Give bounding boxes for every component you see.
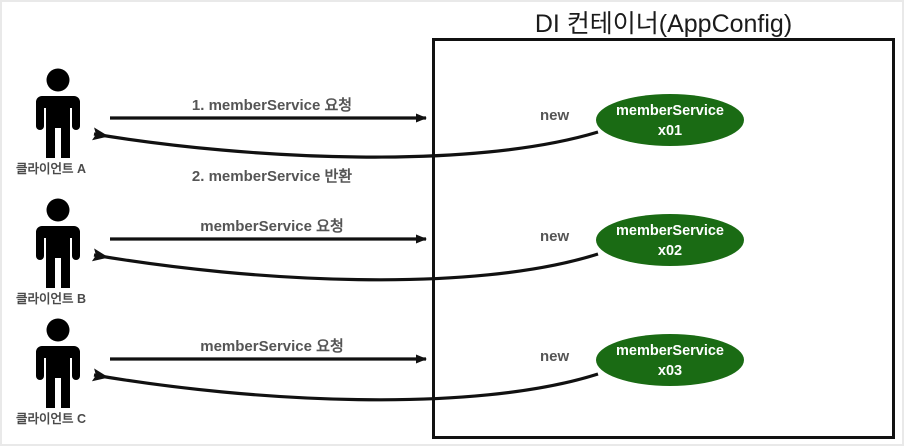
bean-x03-line1: memberService <box>616 343 724 359</box>
return-label-1: 2. memberService 반환 <box>191 168 353 185</box>
request-label-1: 1. memberService 요청 <box>191 97 353 114</box>
person-icon-client-b <box>36 198 80 288</box>
bean-x02: memberService x02 <box>596 214 744 266</box>
return-arrow-3 <box>91 368 599 402</box>
new-label-3: new <box>540 348 570 365</box>
bean-x03-line2: x03 <box>658 363 682 379</box>
bean-x02-line1: memberService <box>616 223 724 239</box>
di-container-title: DI 컨테이너(AppConfig) <box>534 10 793 38</box>
bean-x01-line2: x01 <box>658 123 682 139</box>
person-icon-client-c <box>36 318 80 408</box>
client-label-c: 클라이언트 C <box>16 412 87 426</box>
client-label-a: 클라이언트 A <box>16 162 87 176</box>
bean-x02-line2: x02 <box>658 243 682 259</box>
bean-x03: memberService x03 <box>596 334 744 386</box>
new-label-2: new <box>540 228 570 245</box>
request-label-3: memberService 요청 <box>200 338 344 355</box>
di-container-box <box>432 38 895 439</box>
return-arrow-2 <box>91 248 599 282</box>
return-arrow-1 <box>91 127 599 159</box>
bean-x01-line1: memberService <box>616 103 724 119</box>
person-icon-client-a <box>36 68 80 158</box>
new-label-1: new <box>540 107 570 124</box>
bean-x01: memberService x01 <box>596 94 744 146</box>
request-label-2: memberService 요청 <box>200 218 344 235</box>
client-label-b: 클라이언트 B <box>16 292 87 306</box>
